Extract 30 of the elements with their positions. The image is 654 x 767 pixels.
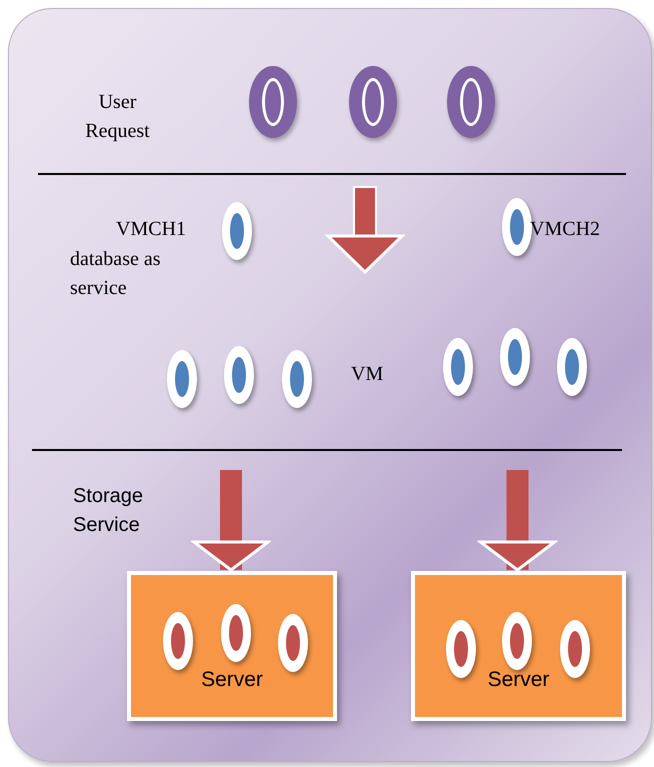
server-label: Server <box>486 666 550 692</box>
text-label: database as service <box>70 247 162 301</box>
node-caption: VMCH2 <box>530 217 600 242</box>
oval-symbol <box>167 350 197 408</box>
node-caption: VMCH1 <box>116 217 186 242</box>
oval-symbol <box>500 328 530 386</box>
server-box <box>411 571 626 721</box>
oval-symbol <box>560 620 590 678</box>
oval-symbol <box>282 350 312 408</box>
oval-symbol <box>163 612 193 670</box>
text-label: User Request <box>84 90 151 144</box>
oval-symbol <box>502 612 532 670</box>
oval-symbol <box>222 202 252 260</box>
oval-symbol <box>249 66 297 138</box>
oval-symbol <box>557 338 587 396</box>
text-label: VM <box>351 362 384 387</box>
oval-symbol <box>502 198 532 256</box>
text-label: Storage Service <box>73 484 144 538</box>
panel-background <box>8 8 652 762</box>
oval-symbol <box>221 604 251 662</box>
server-box <box>127 571 337 721</box>
oval-symbol <box>447 66 495 138</box>
server-label: Server <box>200 666 264 692</box>
oval-symbol <box>224 346 254 404</box>
block-arrow <box>192 470 270 572</box>
oval-symbol <box>446 620 476 678</box>
oval-symbol <box>278 614 308 672</box>
oval-symbol <box>443 338 473 396</box>
oval-symbol <box>349 66 397 138</box>
block-arrow <box>479 470 556 572</box>
